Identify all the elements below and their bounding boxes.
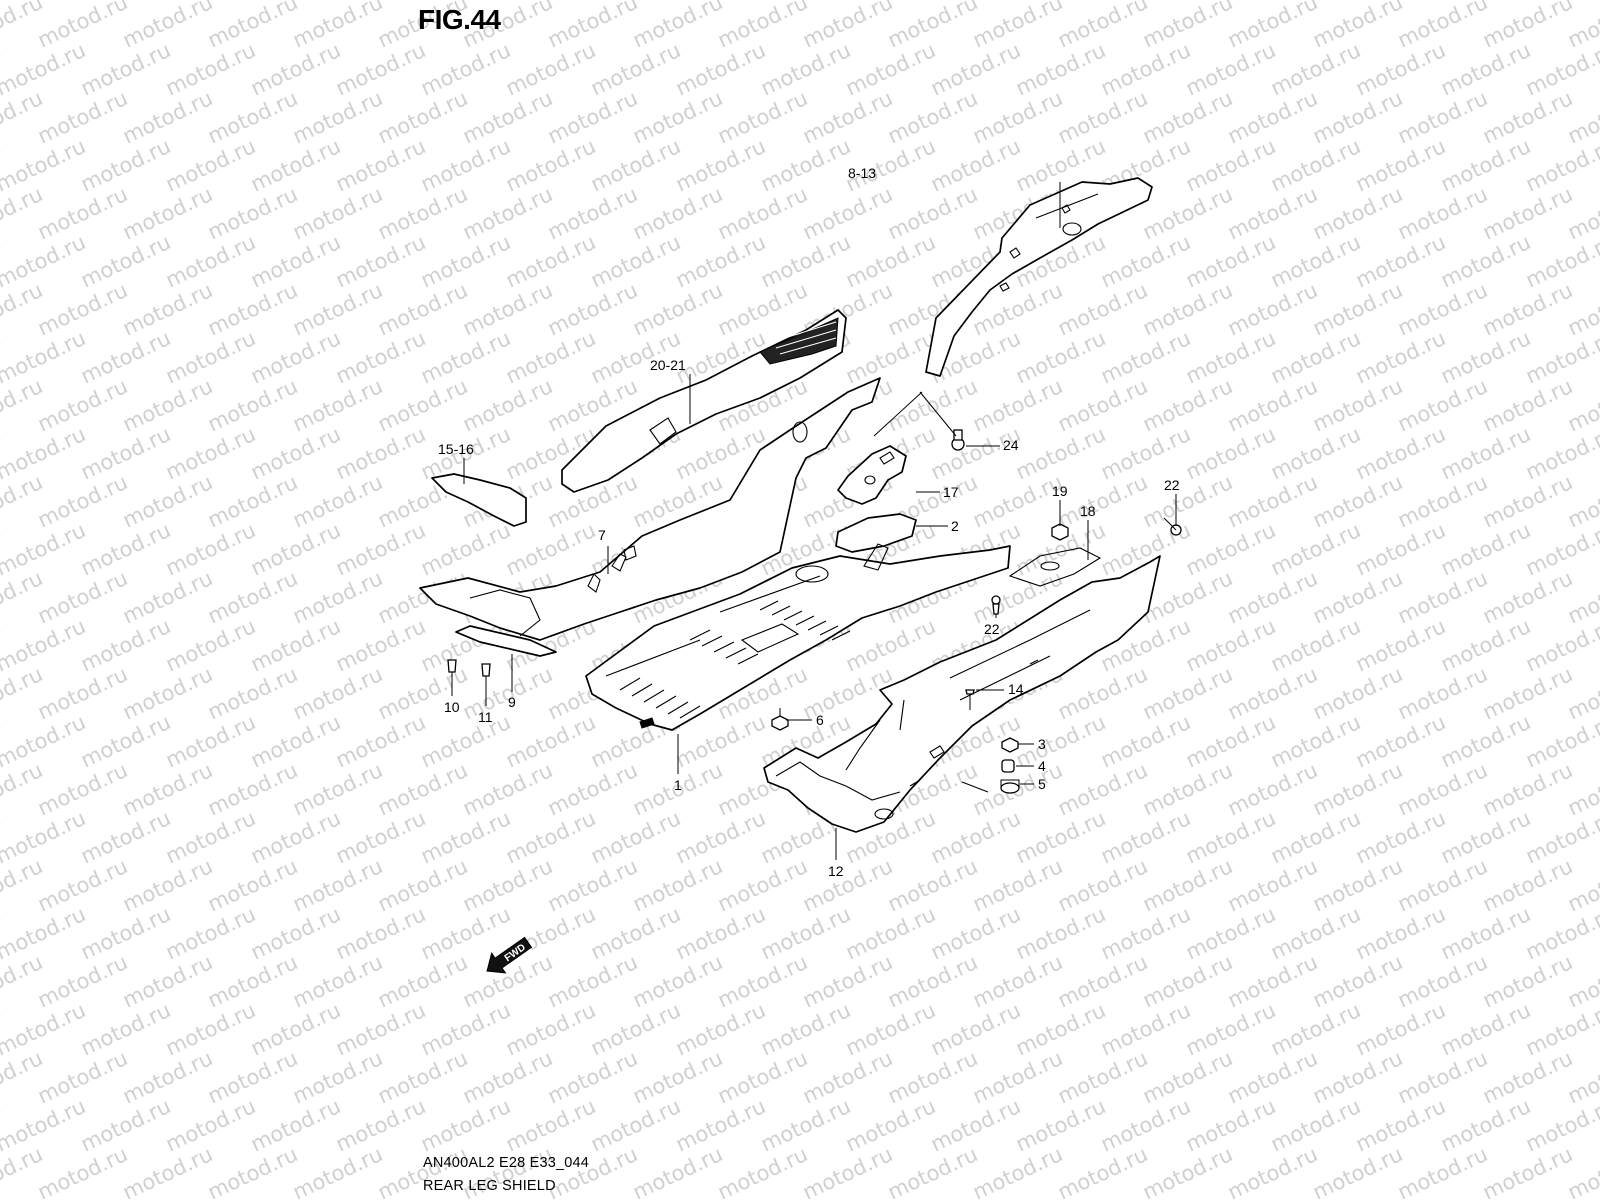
- fastener-4: [1001, 759, 1015, 773]
- part-15-16-trim: [431, 473, 527, 527]
- callout-7: 7: [598, 527, 606, 543]
- part-7-leg-shield-frame: [419, 377, 881, 641]
- fastener-22: [991, 595, 1001, 615]
- fastener-10: [447, 659, 457, 673]
- callout-12: 12: [828, 863, 844, 879]
- fastener-14: [965, 689, 975, 710]
- callout-1: 1: [674, 777, 682, 793]
- callout-17: 17: [943, 484, 959, 500]
- callout-9: 9: [508, 694, 516, 710]
- callout-20-21: 20-21: [650, 357, 686, 373]
- forward-direction-arrow: FWD: [486, 936, 533, 974]
- part-2-cover: [835, 513, 917, 553]
- callout-10: 10: [444, 699, 460, 715]
- callout-15-16: 15-16: [438, 441, 474, 457]
- fastener-19: [1051, 523, 1069, 541]
- part-17-bracket: [837, 445, 907, 505]
- callout-14: 14: [1008, 681, 1024, 697]
- fastener-11: [481, 663, 491, 677]
- callout-23: 22: [1164, 477, 1180, 493]
- fastener-6: [771, 708, 789, 731]
- callout-11: 11: [478, 709, 493, 725]
- callout-labels: 8-13 20-21 15-16 7 24 17 2 19 18 22 22 1…: [438, 165, 1180, 879]
- figure-name: REAR LEG SHIELD: [423, 1178, 556, 1194]
- callout-19: 19: [1052, 483, 1068, 499]
- callout-18: 18: [1080, 503, 1096, 519]
- callout-24: 24: [1003, 437, 1019, 453]
- callout-5: 5: [1038, 776, 1046, 792]
- callout-4: 4: [1038, 758, 1046, 774]
- fastener-24: [951, 429, 965, 451]
- part-9-trim-strip: [455, 625, 557, 657]
- callout-3: 3: [1038, 736, 1046, 752]
- fastener-3: [1001, 737, 1019, 753]
- fastener-23: [1163, 517, 1182, 536]
- callout-22: 22: [984, 621, 1000, 637]
- figure-title: FIG.44: [418, 4, 501, 35]
- callout-2: 2: [951, 518, 959, 534]
- callout-8-13: 8-13: [848, 165, 876, 181]
- callout-6: 6: [816, 712, 824, 728]
- leader-lines: [451, 182, 1177, 860]
- part-20-21-trim: [561, 309, 847, 493]
- part-1-floor-board: [585, 543, 1011, 731]
- drawing-code: AN400AL2 E28 E33_044: [423, 1155, 590, 1171]
- part-8-13-side-panel: [925, 177, 1153, 377]
- fastener-5: [1000, 779, 1020, 794]
- part-12-lower-frame: [763, 547, 1161, 833]
